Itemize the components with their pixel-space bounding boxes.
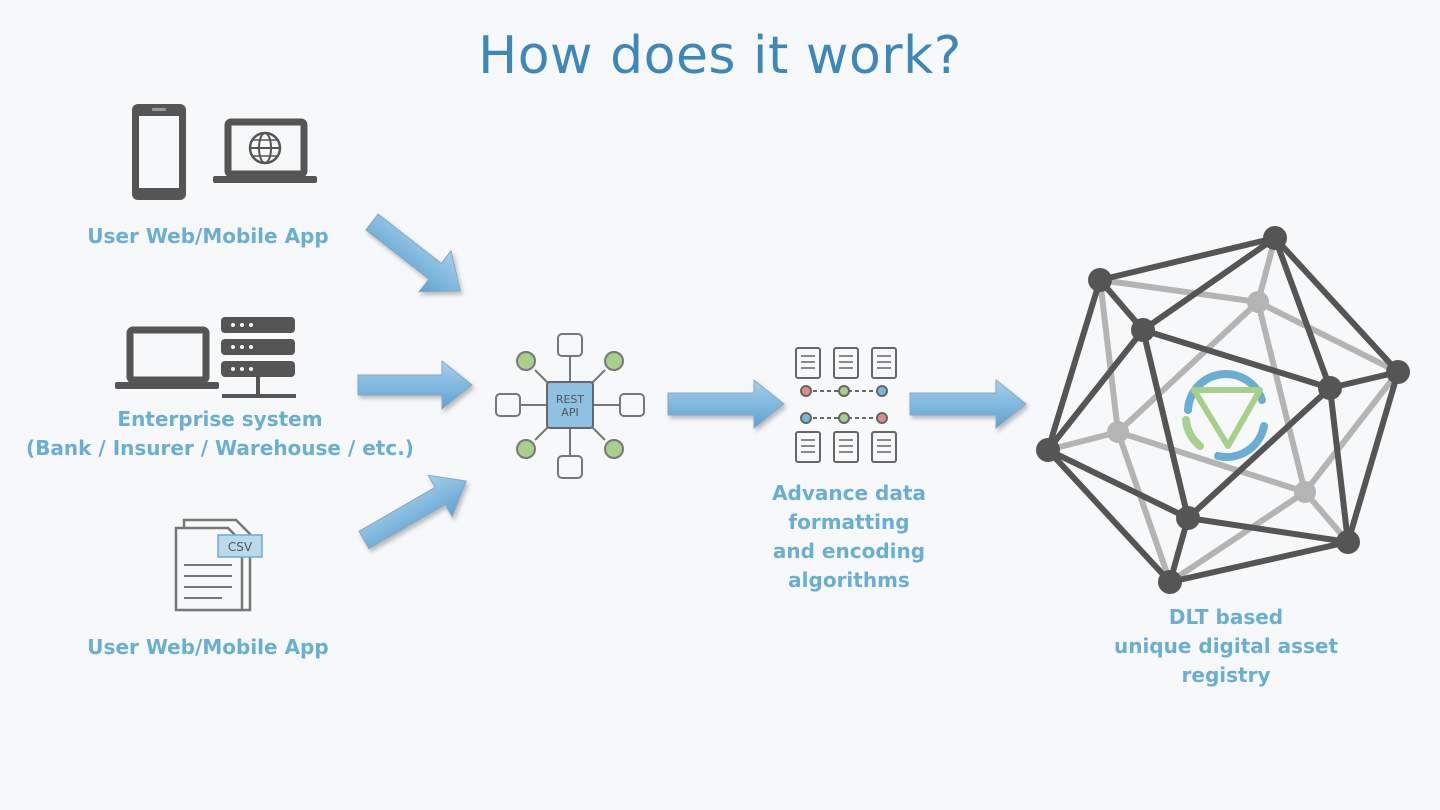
arrow-5	[909, 378, 1027, 430]
data-encoding-icon	[795, 347, 897, 463]
source-label-web-mobile-2: User Web/Mobile App	[87, 635, 329, 659]
source-label-enterprise: Enterprise system (Bank / Insurer / Ware…	[26, 407, 414, 460]
arrow-3	[358, 474, 467, 550]
laptop-icon	[115, 326, 219, 389]
rest-api-hub-icon	[495, 333, 645, 479]
arrow-1	[365, 213, 461, 293]
processing-label: Advance data formatting and encoding alg…	[772, 481, 926, 592]
source-label-web-mobile-1: User Web/Mobile App	[87, 224, 329, 248]
dlt-network-icon	[1036, 226, 1410, 594]
page-title: How does it work?	[478, 26, 962, 86]
server-icon	[221, 317, 296, 398]
registry-logo-icon	[1182, 370, 1268, 461]
arrow-2	[357, 359, 473, 411]
phone-icon	[132, 104, 186, 200]
arrow-4	[667, 378, 785, 430]
laptop-globe-icon	[213, 118, 317, 183]
csv-badge-text: CSV	[228, 540, 253, 554]
api-badge-line-2: API	[561, 406, 578, 419]
registry-label: DLT based unique digital asset registry	[1113, 605, 1339, 687]
csv-file-icon: CSV	[174, 518, 263, 612]
api-badge-line-1: REST	[556, 393, 585, 406]
